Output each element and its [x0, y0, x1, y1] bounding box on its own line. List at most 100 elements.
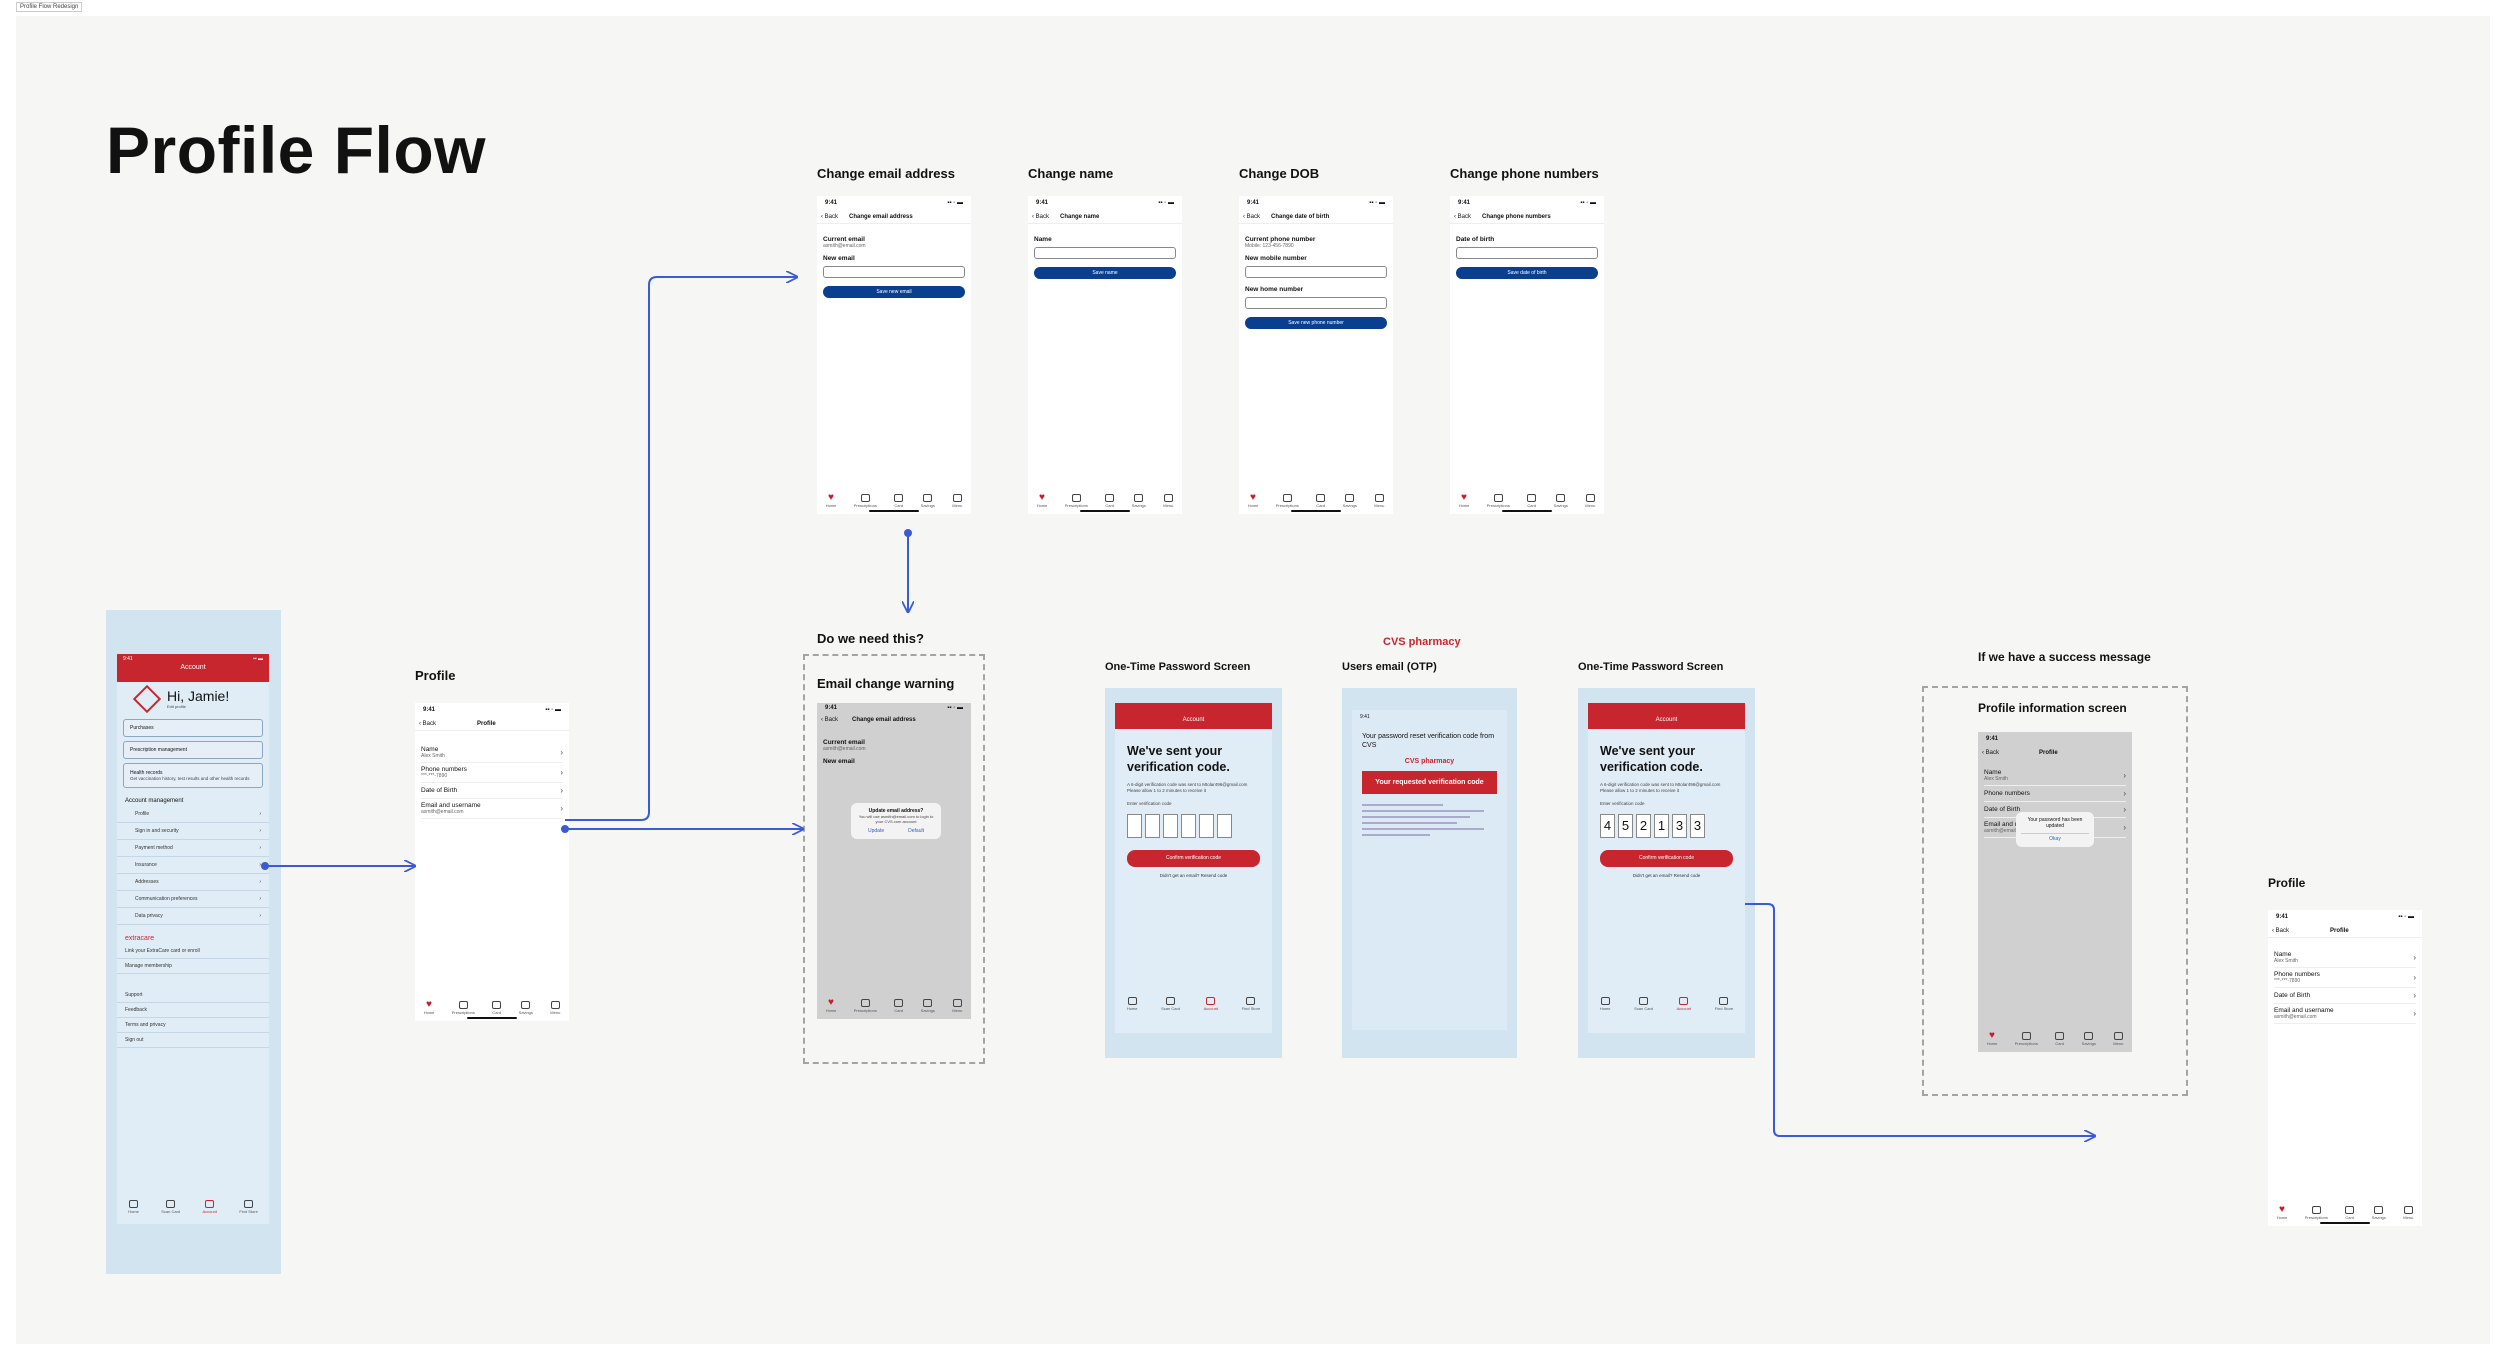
tab-home[interactable]: ♥Home: [1036, 492, 1048, 509]
tab-card[interactable]: Card: [2345, 1206, 2355, 1220]
edit-profile-link[interactable]: Edit profile: [167, 704, 186, 709]
account-item-profile[interactable]: Profile›: [117, 806, 269, 823]
purchases-card[interactable]: Purchases: [123, 719, 263, 737]
modal-update-button[interactable]: Update: [868, 828, 885, 834]
tab-menu[interactable]: Menu: [1163, 494, 1173, 508]
tab-home[interactable]: Home: [128, 1200, 139, 1214]
resend-link[interactable]: Didn't get an email? Resend code: [1159, 872, 1228, 878]
back-button[interactable]: ‹ Back: [821, 717, 839, 723]
tab-savings[interactable]: Savings: [921, 494, 935, 508]
tab-home[interactable]: ♥Home: [825, 997, 837, 1014]
back-button[interactable]: ‹ Back: [1243, 213, 1261, 220]
tab-account[interactable]: Account: [203, 1200, 217, 1214]
tab-savings[interactable]: Savings: [2082, 1032, 2096, 1046]
profile-row-dob[interactable]: Date of Birth›: [421, 783, 563, 799]
tab-prescriptions[interactable]: Prescriptions: [2305, 1206, 2328, 1220]
tab-prescriptions[interactable]: Prescriptions: [452, 1001, 475, 1015]
tab-card[interactable]: Card: [1105, 494, 1115, 508]
tab-savings[interactable]: Savings: [921, 999, 935, 1013]
back-button[interactable]: ‹ Back: [1454, 213, 1472, 220]
prescription-card[interactable]: Prescription management: [123, 741, 263, 759]
tab-prescriptions[interactable]: Prescriptions: [854, 999, 877, 1013]
tab-account[interactable]: Account: [1677, 997, 1691, 1011]
profile-row-phone[interactable]: Phone numbers›: [1984, 786, 2126, 802]
tab-card[interactable]: Card: [1316, 494, 1326, 508]
feedback-item[interactable]: Feedback: [117, 1003, 269, 1018]
confirm-code-button[interactable]: Confirm verification code: [1127, 849, 1260, 867]
profile-row-phone[interactable]: Phone numbers***-***-7890›: [2274, 968, 2416, 988]
tab-card[interactable]: Card: [2055, 1032, 2065, 1046]
account-item-data-privacy[interactable]: Data privacy›: [117, 908, 269, 925]
new-mobile-input[interactable]: [1245, 266, 1387, 278]
tab-home[interactable]: Home: [1600, 997, 1610, 1011]
back-button[interactable]: ‹ Back: [821, 213, 839, 220]
tab-scan-card[interactable]: Scan Card: [161, 1200, 180, 1214]
tab-home[interactable]: ♥Home: [825, 492, 837, 509]
health-records-card[interactable]: Health records Get vaccination history, …: [123, 763, 263, 788]
success-ok-button[interactable]: Okay: [2021, 833, 2089, 842]
tab-find-store[interactable]: Find Store: [1715, 997, 1733, 1011]
tab-menu[interactable]: Menu: [1585, 494, 1595, 508]
back-button[interactable]: ‹ Back: [419, 720, 437, 727]
new-home-input[interactable]: [1245, 297, 1387, 309]
tab-find-store[interactable]: Find Store: [1242, 997, 1260, 1011]
tab-savings[interactable]: Savings: [1132, 494, 1146, 508]
tab-savings[interactable]: Savings: [1343, 494, 1357, 508]
tab-card[interactable]: Card: [894, 494, 904, 508]
link-extracare-item[interactable]: Link your ExtraCare card or enroll: [117, 944, 269, 959]
resend-link[interactable]: Didn't get an email? Resend code: [1632, 872, 1701, 878]
tab-account[interactable]: Account: [1204, 997, 1218, 1011]
tab-home[interactable]: ♥Home: [1986, 1030, 1998, 1047]
tab-prescriptions[interactable]: Prescriptions: [1065, 494, 1088, 508]
new-email-input[interactable]: [823, 266, 965, 278]
terms-item[interactable]: Terms and privacy: [117, 1018, 269, 1033]
tab-home[interactable]: Home: [1127, 997, 1137, 1011]
tab-menu[interactable]: Menu: [952, 999, 962, 1013]
account-item-addresses[interactable]: Addresses›: [117, 874, 269, 891]
tab-savings[interactable]: Savings: [519, 1001, 533, 1015]
support-item[interactable]: Support: [117, 988, 269, 1003]
tab-find-store[interactable]: Find Store: [239, 1200, 258, 1214]
manage-membership-item[interactable]: Manage membership: [117, 959, 269, 974]
modal-default-button[interactable]: Default: [908, 828, 924, 834]
tab-home[interactable]: ♥Home: [2276, 1204, 2288, 1221]
tab-home[interactable]: ♥Home: [1247, 492, 1259, 509]
tab-home[interactable]: ♥Home: [1458, 492, 1470, 509]
profile-row-dob[interactable]: Date of Birth›: [2274, 988, 2416, 1004]
back-button[interactable]: ‹ Back: [1032, 213, 1050, 220]
code-inputs[interactable]: [1115, 808, 1272, 844]
sign-out-item[interactable]: Sign out: [117, 1033, 269, 1048]
save-name-button[interactable]: Save name: [1034, 267, 1176, 279]
dob-input[interactable]: [1456, 247, 1598, 259]
tab-card[interactable]: Card: [492, 1001, 502, 1015]
tab-card[interactable]: Card: [894, 999, 904, 1013]
tab-prescriptions[interactable]: Prescriptions: [1487, 494, 1510, 508]
tab-scan-card[interactable]: Scan Card: [1161, 997, 1180, 1011]
account-item-insurance[interactable]: Insurance›: [117, 857, 269, 874]
tab-prescriptions[interactable]: Prescriptions: [854, 494, 877, 508]
tab-menu[interactable]: Menu: [2403, 1206, 2413, 1220]
tab-card[interactable]: Card: [1527, 494, 1537, 508]
tab-prescriptions[interactable]: Prescriptions: [1276, 494, 1299, 508]
save-dob-button[interactable]: Save date of birth: [1456, 267, 1598, 279]
account-item-security[interactable]: Sign in and security›: [117, 823, 269, 840]
confirm-code-button[interactable]: Confirm verification code: [1600, 849, 1733, 867]
back-button[interactable]: ‹ Back: [2272, 927, 2290, 934]
name-input[interactable]: [1034, 247, 1176, 259]
tab-savings[interactable]: Savings: [1554, 494, 1568, 508]
tab-home[interactable]: ♥Home: [423, 999, 435, 1016]
tab-prescriptions[interactable]: Prescriptions: [2015, 1032, 2038, 1046]
tab-menu[interactable]: Menu: [1374, 494, 1384, 508]
tab-menu[interactable]: Menu: [952, 494, 962, 508]
tab-savings[interactable]: Savings: [2372, 1206, 2386, 1220]
tab-scan-card[interactable]: Scan Card: [1634, 997, 1653, 1011]
tab-menu[interactable]: Menu: [2113, 1032, 2123, 1046]
save-email-button[interactable]: Save new email: [823, 286, 965, 298]
back-button[interactable]: ‹ Back: [1982, 750, 2000, 756]
